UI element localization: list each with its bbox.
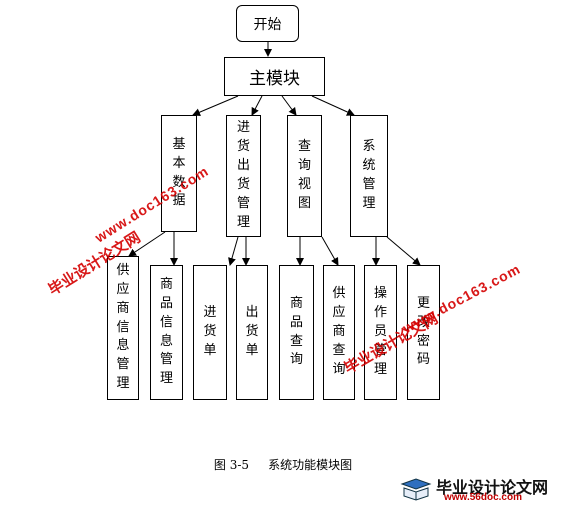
edge-module-3-leaf-6 bbox=[321, 236, 339, 266]
leaf-label: 进货单 bbox=[203, 305, 217, 358]
module-label: 基本数据 bbox=[172, 136, 186, 209]
module-label: 系统管理 bbox=[362, 139, 376, 211]
leaf-supplier-info-management: 供应商信息管理 bbox=[107, 256, 139, 400]
root-label: 主模块 bbox=[249, 69, 300, 89]
edge-root-module-4 bbox=[311, 95, 355, 116]
figure-caption: 图 3-5 系统功能模块图 bbox=[213, 458, 353, 472]
module-label: 查询视图 bbox=[298, 139, 312, 211]
site-logo: 毕业设计论文网 www.56doc.com bbox=[398, 474, 562, 504]
edge-module-2-leaf-3 bbox=[228, 236, 239, 266]
root-node: 主模块 bbox=[224, 57, 325, 96]
module-query-views: 查询视图 bbox=[287, 115, 322, 237]
edge-root-module-3 bbox=[281, 95, 297, 116]
leaf-operator-management: 操作员管理 bbox=[364, 265, 397, 400]
leaf-change-password: 更改密码 bbox=[407, 265, 440, 400]
leaf-label: 操作员管理 bbox=[374, 286, 388, 377]
leaf-purchase-order: 进货单 bbox=[193, 265, 227, 400]
module-system-management: 系统管理 bbox=[350, 115, 388, 237]
leaf-label: 供应商信息管理 bbox=[116, 263, 130, 392]
edge-module-1-leaf-1 bbox=[128, 231, 166, 257]
start-label: 开始 bbox=[253, 16, 282, 33]
edge-module-4-leaf-8 bbox=[386, 236, 421, 266]
leaf-product-info-management: 商品信息管理 bbox=[150, 265, 183, 400]
leaf-product-query: 商品查询 bbox=[279, 265, 314, 400]
module-stock-management: 进货出货管理 bbox=[226, 115, 261, 237]
edge-root-module-2 bbox=[251, 95, 263, 116]
logo-url: www.56doc.com bbox=[444, 492, 522, 503]
leaf-supplier-query: 供应商查询 bbox=[323, 265, 355, 400]
start-node: 开始 bbox=[236, 5, 299, 42]
leaf-label: 商品查询 bbox=[290, 295, 304, 368]
leaf-label: 供应商查询 bbox=[332, 286, 346, 377]
leaf-sales-order: 出货单 bbox=[236, 265, 268, 400]
book-logo-icon bbox=[400, 478, 432, 501]
module-basic-data: 基本数据 bbox=[161, 115, 197, 232]
logo-name: 毕业设计论文网 bbox=[436, 480, 549, 497]
module-label: 进货出货管理 bbox=[237, 120, 251, 230]
edge-root-module-1 bbox=[192, 95, 239, 116]
leaf-label: 商品信息管理 bbox=[160, 276, 174, 387]
leaf-label: 出货单 bbox=[245, 305, 259, 358]
leaf-label: 更改密码 bbox=[417, 295, 431, 368]
